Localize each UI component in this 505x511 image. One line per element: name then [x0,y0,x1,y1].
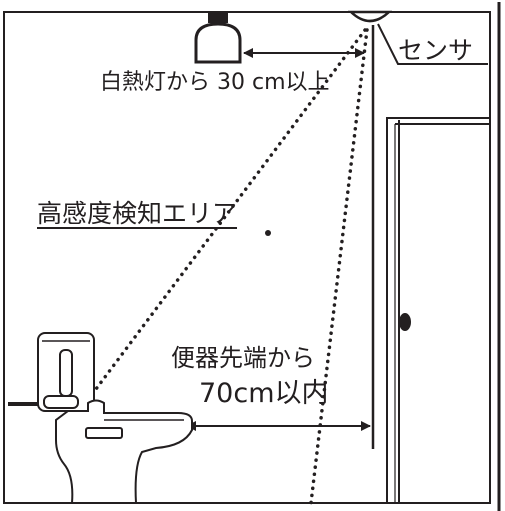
detection-area-label: 高感度検知エリア [37,199,238,228]
lamp-distance-label: 白熱灯から 30 cm以上 [100,70,330,95]
toilet-icon [8,332,193,504]
detection-boundary-right [309,28,369,505]
door-icon [386,117,489,503]
detection-boundary-left [91,28,367,395]
ceiling-sensor-icon [347,10,393,23]
door-knob-icon [399,313,411,331]
sensor-label: センサ [398,36,474,65]
toilet-distance-label-line1: 便器先端から [171,344,315,372]
ceiling-lamp-icon [194,11,242,64]
detection-area-marker-dot [265,230,271,236]
toilet-distance-label-line2: 70cm以内 [199,378,329,409]
sensor-callout-leader [377,23,488,65]
